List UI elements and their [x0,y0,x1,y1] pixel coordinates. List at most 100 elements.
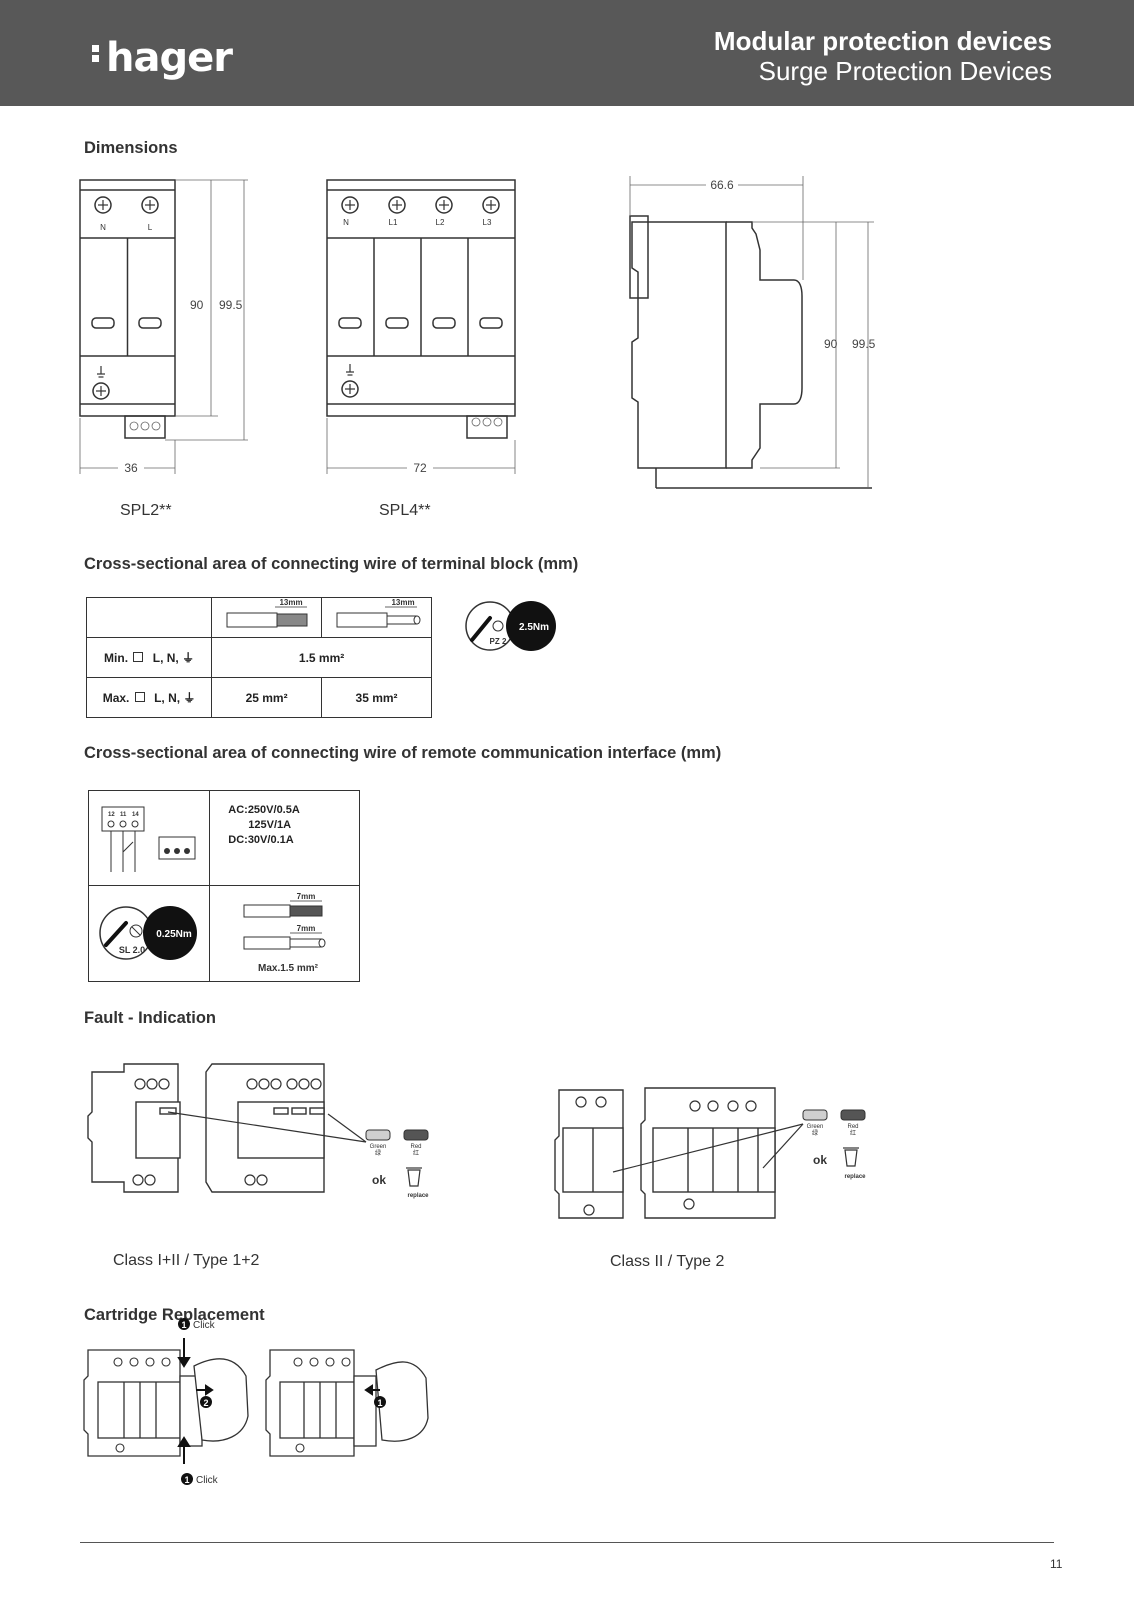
svg-text:11: 11 [120,812,127,818]
torque-sl-badge: SL 2.0 0.25Nm [99,906,198,960]
header-title: Modular protection devices [713,26,1052,56]
logo-text: hager [106,35,233,81]
hager-logo: hager [92,35,233,81]
earth-icon: ⏚ [183,691,196,705]
svg-text:绿: 绿 [812,1129,818,1137]
max-label-cell: Max. L, N, ⏚ [85,677,213,718]
fault-class1-caption: Class I+II / Type 1+2 [113,1252,260,1269]
green-indicator-swatch [802,1109,828,1121]
spl2-height-inner: 90 [190,298,204,312]
remote-wire-table: 12 11 14 AC:250V/0.5A 125V/1A DC:30V/0.1… [87,790,360,982]
spl4-terminal-l3: L3 [483,218,492,227]
arrow-up-icon [177,1436,191,1464]
spl4-terminal-n: N [343,218,349,227]
remote-wire-cell: 7mm 7mm Max.1.5 mm² [209,885,360,982]
page-header: hager Modular protection devices Surge P… [0,0,1134,106]
section-title-remote-wire: Cross-sectional area of connecting wire … [84,744,722,762]
svg-text:0.25Nm: 0.25Nm [156,929,192,940]
svg-text:replace: replace [407,1193,429,1199]
max-value-2-cell: 35 mm² [321,677,432,718]
footer-divider [80,1542,1054,1543]
svg-text:SL 2.0: SL 2.0 [119,945,145,955]
spl4-width: 72 [413,461,427,475]
svg-text:PZ 2: PZ 2 [490,637,507,646]
cartridge-replacement-illustration: 1 Click 1 Click 2 1 [83,1318,429,1486]
svg-text:红: 红 [413,1149,419,1157]
svg-text:2.5Nm: 2.5Nm [519,622,549,633]
svg-text:7mm: 7mm [296,924,315,933]
rating-ac-1: AC:250V/0.5A [228,803,300,816]
rating-dc: DC:30V/0.1A [228,833,294,846]
wire-solid-cell: 13mm [321,597,432,638]
spl2-terminal-n: N [100,223,106,232]
square-icon [133,652,144,662]
torque-pz2-badge: PZ 2 2.5Nm [465,601,556,651]
side-depth: 66.6 [710,178,734,192]
solid-wire-icon: 13mm [336,598,421,628]
step2-marker [200,1396,212,1408]
svg-text:1: 1 [184,1475,189,1485]
svg-text:14: 14 [132,812,139,818]
svg-text:Click: Click [193,1320,216,1331]
spl2-caption: SPL2** [120,502,172,519]
arrow-right-icon [196,1384,214,1396]
screwdriver-icon [470,616,492,642]
table-header-empty [85,597,213,638]
fault-class1-illustration: Green 绿 Red 红 ok replace [87,1063,429,1199]
step1-right-marker [374,1396,386,1408]
trash-icon [406,1167,422,1187]
svg-text:ok: ok [372,1173,386,1187]
svg-text:1: 1 [377,1398,382,1408]
fault-class2-caption: Class II / Type 2 [610,1253,725,1270]
max-value-1-cell: 25 mm² [211,677,323,718]
red-indicator-swatch [840,1109,866,1121]
header-title-block: Modular protection devices Surge Protect… [714,26,1052,86]
svg-text:Green: Green [370,1144,387,1150]
section-title-cartridge: Cartridge Replacement [84,1306,265,1324]
spl2-width: 36 [124,461,138,475]
svg-text:Green: Green [807,1124,824,1130]
spl4-caption: SPL4** [379,502,431,519]
spl2-drawing: N L 90 99.5 36 [79,179,248,475]
logo-dots-icon [92,42,100,65]
spl4-drawing: N L1 L2 L3 72 [326,179,516,475]
step1-top-marker [178,1318,190,1330]
screwdriver-icon [104,921,129,947]
svg-text:绿: 绿 [375,1149,381,1157]
svg-text:7mm: 7mm [296,892,315,901]
svg-text:13mm: 13mm [279,598,302,607]
header-subtitle: Surge Protection Devices [758,56,1052,86]
remote-wire-icons: 7mm 7mm Max.1.5 mm² [243,892,326,974]
red-indicator-swatch [403,1129,429,1141]
terminal-wire-table: 13mm 13mm Min. L, N, ⏚ 1.5 mm² Max. [85,597,432,718]
svg-text:2: 2 [203,1398,208,1408]
section-title-terminal-wire: Cross-sectional area of connecting wire … [84,555,579,573]
earth-icon: ⏚ [182,651,195,665]
wire-stranded-cell: 13mm [211,597,323,638]
rating-cell: AC:250V/0.5A 125V/1A DC:30V/0.1A [209,790,360,886]
min-label: Min. [104,651,129,665]
trash-icon [843,1147,859,1167]
side-height-inner: 90 [824,337,838,351]
max-conductors: L, N, [154,691,181,705]
green-indicator-swatch [365,1129,391,1141]
min-label-cell: Min. L, N, ⏚ [85,637,213,678]
stranded-wire-icon: 13mm [226,598,308,628]
section-title-fault: Fault - Indication [84,1009,216,1027]
side-view-drawing: 66.6 90 99.5 [629,176,876,489]
spl2-terminal-l: L [148,223,153,232]
min-conductors: L, N, [152,651,179,665]
svg-text:ok: ok [813,1153,827,1167]
contact-diagram-cell: 12 11 14 [87,790,211,886]
spl4-terminal-l2: L2 [436,218,445,227]
svg-text:Max.1.5 mm²: Max.1.5 mm² [258,963,319,974]
svg-text:13mm: 13mm [391,598,414,607]
square-icon [134,692,145,702]
fault-class2-illustration: Green 绿 Red 红 ok replace [554,1087,866,1219]
step1-bottom-marker [181,1473,193,1485]
side-height-outer: 99.5 [852,337,876,351]
svg-text:1: 1 [181,1320,186,1330]
contact-diagram-icon: 12 11 14 [101,806,196,872]
spl2-height-outer: 99.5 [219,298,243,312]
arrow-left-icon [364,1384,380,1396]
